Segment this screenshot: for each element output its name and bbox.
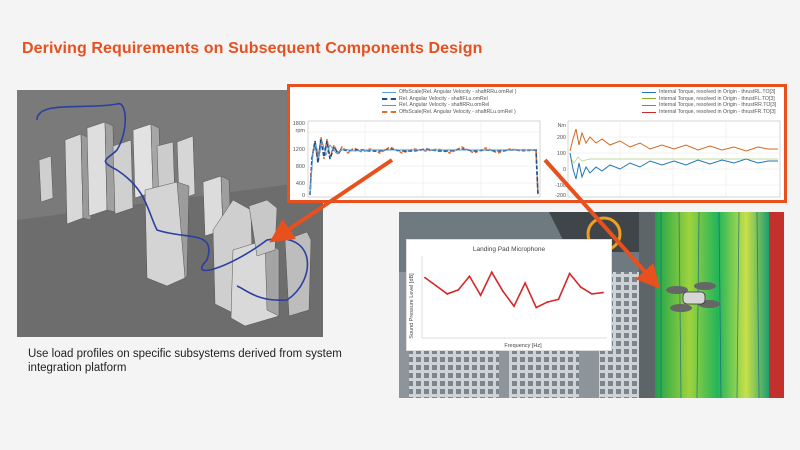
legend-item: Internal Torque, resolved in Origin - th… (642, 102, 776, 109)
data-point (524, 282, 527, 284)
slide-caption: Use load profiles on specific subsystems… (28, 348, 342, 374)
data-point (446, 293, 449, 295)
tick-label: 200 (557, 135, 566, 141)
data-point (579, 286, 582, 289)
data-point (435, 284, 438, 287)
tick-label: 100 (557, 151, 566, 157)
tick-label: 400 (296, 181, 305, 187)
data-point (546, 301, 549, 303)
city-simulation-image (17, 90, 323, 337)
landing-pad-microphone-chart: Landing Pad Microphone Sound Pressure Le… (406, 239, 612, 351)
chart-title: Landing Pad Microphone (473, 246, 546, 253)
slide-title: Deriving Requirements on Subsequent Comp… (22, 40, 483, 57)
data-point (513, 305, 515, 308)
tick-label: 1200 (293, 147, 305, 153)
tick-label: 0 (563, 167, 566, 173)
legend-item: Internal Torque, resolved in Origin - th… (642, 109, 776, 116)
legend-item: Internal Torque, resolved in Origin - th… (642, 96, 776, 103)
torque-curves (569, 128, 778, 152)
x-axis-label: Frequency [Hz] (504, 343, 542, 349)
data-point (557, 298, 560, 301)
y-axis-label: Sound Pressure Level [dB] (409, 273, 415, 339)
tick-label: 1800 (293, 121, 305, 127)
legend-item: OffsScale(Rel. Angular Velocity - shaftR… (382, 89, 517, 96)
plots-canvas: 1800 rpm 1200 800 400 0 100 200 300 s 40… (293, 120, 781, 199)
legend-item: OffsScale(Rel. Angular Velocity - shaftR… (382, 109, 517, 116)
tick-label: Nm (557, 123, 566, 129)
data-point (590, 293, 593, 295)
angular-velocity-curves (309, 140, 536, 196)
load-profile-plots: OffsScale(Rel. Angular Velocity - shaftR… (287, 84, 787, 203)
data-point (602, 291, 604, 294)
tick-label: -200 (555, 193, 566, 199)
legend-item: Rel. Angular Velocity - shaftRRu.omRel (382, 102, 517, 109)
data-point (424, 276, 426, 279)
data-point (568, 272, 571, 275)
mic-series (424, 270, 604, 309)
data-point (501, 290, 504, 293)
legend-item: Rel. Angular Velocity - shaftFLu.omRel (382, 96, 517, 103)
right-plot-legend: Internal Torque, resolved in Origin - th… (642, 89, 776, 115)
tick-label: 800 (296, 164, 305, 170)
data-point (490, 271, 493, 274)
left-plot-legend: OffsScale(Rel. Angular Velocity - shaftR… (382, 89, 517, 115)
tick-label: -100 (555, 183, 566, 189)
data-point (457, 288, 460, 291)
legend-item: Internal Torque, resolved in Origin - th… (642, 89, 776, 96)
tick-label: rpm (296, 128, 306, 134)
data-point (535, 306, 538, 309)
data-point (479, 294, 482, 297)
tick-label: 0 (302, 193, 305, 199)
mic-series-line (424, 270, 604, 309)
data-point (468, 275, 471, 278)
